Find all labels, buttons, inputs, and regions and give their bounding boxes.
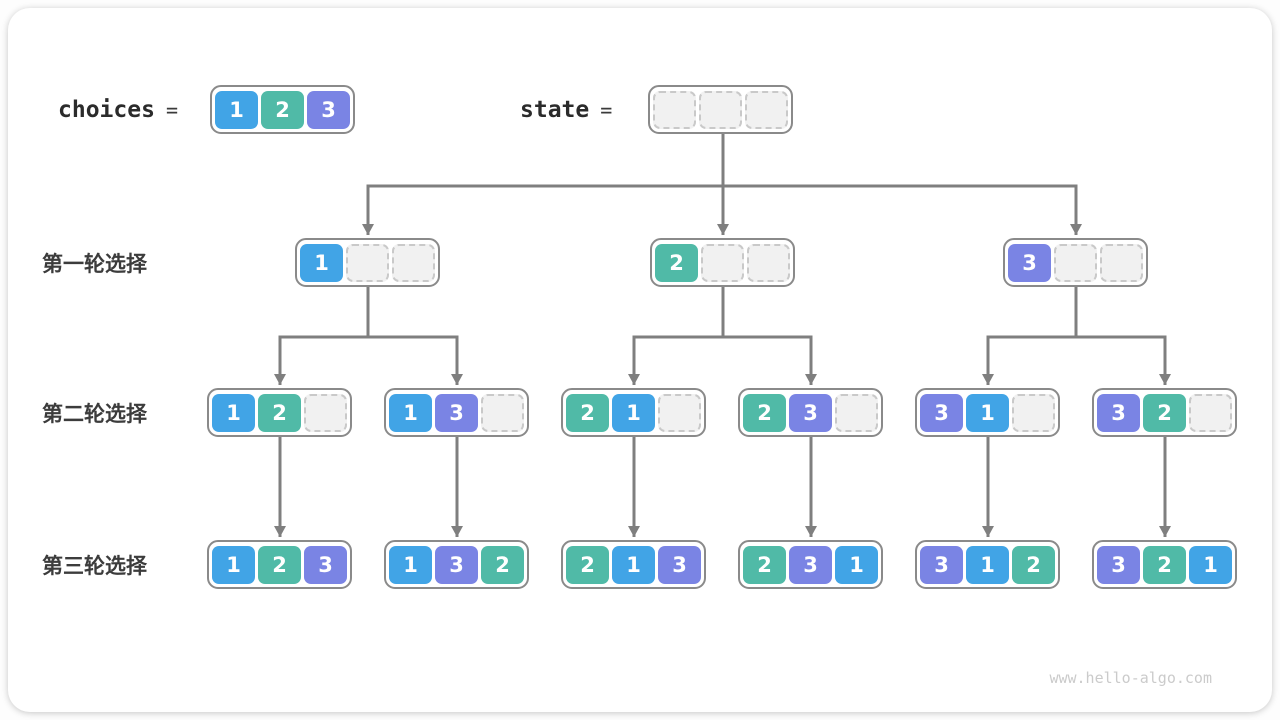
empty-slot: [747, 243, 790, 282]
state-node: 3: [1003, 238, 1148, 287]
round-1-label: 第一轮选择: [42, 252, 147, 276]
value-cell: 3: [435, 545, 478, 584]
value-cell: 1: [215, 90, 258, 129]
value-cell: 2: [566, 393, 609, 432]
empty-slot: [392, 243, 435, 282]
state-node: 1: [295, 238, 440, 287]
value-cell: 3: [1097, 545, 1140, 584]
empty-slot: [1054, 243, 1097, 282]
value-cell: 3: [920, 393, 963, 432]
state-label: state =: [520, 85, 612, 134]
value-cell: 2: [258, 545, 301, 584]
empty-slot: [1189, 393, 1232, 432]
round-3-label: 第三轮选择: [42, 554, 147, 578]
value-cell: 3: [920, 545, 963, 584]
choices-label: choices =: [58, 85, 178, 134]
value-cell: 2: [655, 243, 698, 282]
value-cell: 1: [300, 243, 343, 282]
empty-slot: [1012, 393, 1055, 432]
value-cell: 2: [743, 393, 786, 432]
value-cell: 1: [212, 545, 255, 584]
empty-slot: [481, 393, 524, 432]
value-cell: 3: [304, 545, 347, 584]
value-cell: 2: [261, 90, 304, 129]
value-cell: 3: [789, 393, 832, 432]
value-cell: 3: [307, 90, 350, 129]
empty-slot: [701, 243, 744, 282]
watermark: www.hello-algo.com: [1049, 669, 1212, 687]
value-cell: 1: [389, 393, 432, 432]
empty-slot: [346, 243, 389, 282]
value-cell: 3: [435, 393, 478, 432]
value-cell: 3: [1008, 243, 1051, 282]
value-cell: 2: [258, 393, 301, 432]
value-cell: 2: [1143, 393, 1186, 432]
state-keyword: state: [520, 96, 590, 123]
value-cell: 3: [789, 545, 832, 584]
empty-slot: [1100, 243, 1143, 282]
empty-slot: [653, 90, 696, 129]
value-cell: 1: [612, 393, 655, 432]
value-cell: 1: [835, 545, 878, 584]
equals-sign: =: [165, 97, 178, 122]
empty-slot: [699, 90, 742, 129]
value-cell: 1: [966, 545, 1009, 584]
value-cell: 2: [1143, 545, 1186, 584]
value-cell: 3: [1097, 393, 1140, 432]
value-cell: 2: [743, 545, 786, 584]
empty-slot: [658, 393, 701, 432]
empty-slot: [304, 393, 347, 432]
value-cell: 1: [612, 545, 655, 584]
card-background: [8, 8, 1272, 712]
value-cell: 2: [481, 545, 524, 584]
value-cell: 2: [1012, 545, 1055, 584]
state-array: [648, 85, 793, 134]
state-node: 2: [650, 238, 795, 287]
empty-slot: [835, 393, 878, 432]
value-cell: 1: [1189, 545, 1232, 584]
value-cell: 2: [566, 545, 609, 584]
value-cell: 3: [658, 545, 701, 584]
round-2-label: 第二轮选择: [42, 402, 147, 426]
equals-sign: =: [600, 97, 613, 122]
value-cell: 1: [212, 393, 255, 432]
value-cell: 1: [966, 393, 1009, 432]
choices-keyword: choices: [58, 96, 155, 123]
empty-slot: [745, 90, 788, 129]
value-cell: 1: [389, 545, 432, 584]
